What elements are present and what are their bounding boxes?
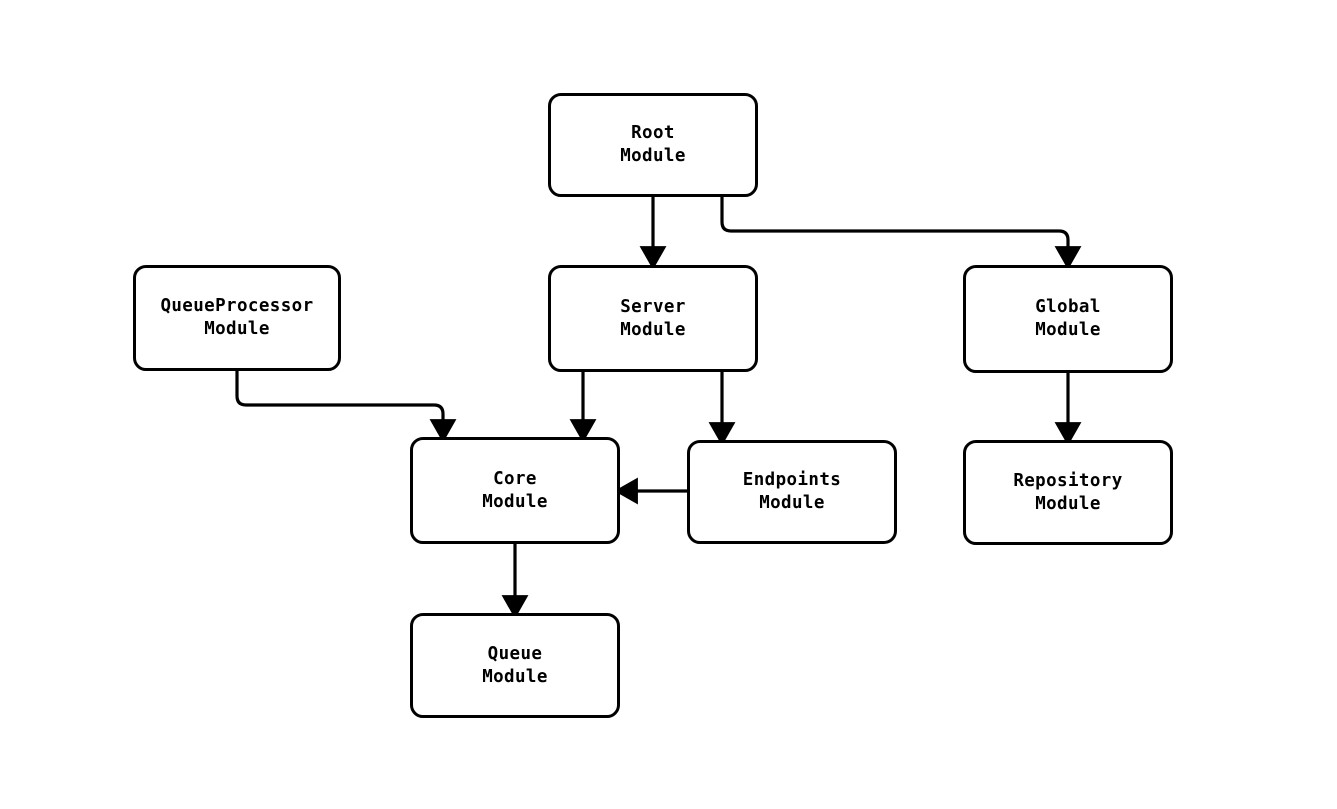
node-endpoints-module-line2: Module xyxy=(759,493,825,513)
node-global-module[interactable]: Global Module xyxy=(963,265,1173,373)
node-queue-module-line2: Module xyxy=(482,666,548,687)
node-core-module-line2: Module xyxy=(482,491,548,512)
node-root-module[interactable]: Root Module xyxy=(548,93,758,197)
node-queueprocessor-module-line2: Module xyxy=(204,319,270,339)
node-endpoints-module[interactable]: Endpoints Module xyxy=(687,440,897,544)
node-core-module-line1: Core xyxy=(493,468,537,489)
node-queueprocessor-module[interactable]: QueueProcessor Module xyxy=(133,265,341,371)
node-queue-module[interactable]: Queue Module xyxy=(410,613,620,718)
node-queueprocessor-module-line1: QueueProcessor xyxy=(160,296,314,317)
node-server-module-line1: Server xyxy=(620,296,686,317)
node-server-module-line2: Module xyxy=(620,319,686,340)
node-endpoints-module-line1: Endpoints xyxy=(742,470,842,491)
node-core-module[interactable]: Core Module xyxy=(410,437,620,544)
node-global-module-line2: Module xyxy=(1035,320,1101,340)
node-root-module-line1: Root xyxy=(631,123,675,144)
node-server-module[interactable]: Server Module xyxy=(548,265,758,372)
node-repository-module-line2: Module xyxy=(1035,493,1101,514)
node-root-module-line2: Module xyxy=(620,146,686,166)
node-repository-module[interactable]: Repository Module xyxy=(963,440,1173,545)
edge-queueprocessor-to-core xyxy=(235,371,457,443)
node-repository-module-line1: Repository xyxy=(1013,470,1123,491)
node-queue-module-line1: Queue xyxy=(487,643,543,664)
edge-root-to-global xyxy=(720,197,1082,270)
node-global-module-line1: Global xyxy=(1035,297,1101,318)
